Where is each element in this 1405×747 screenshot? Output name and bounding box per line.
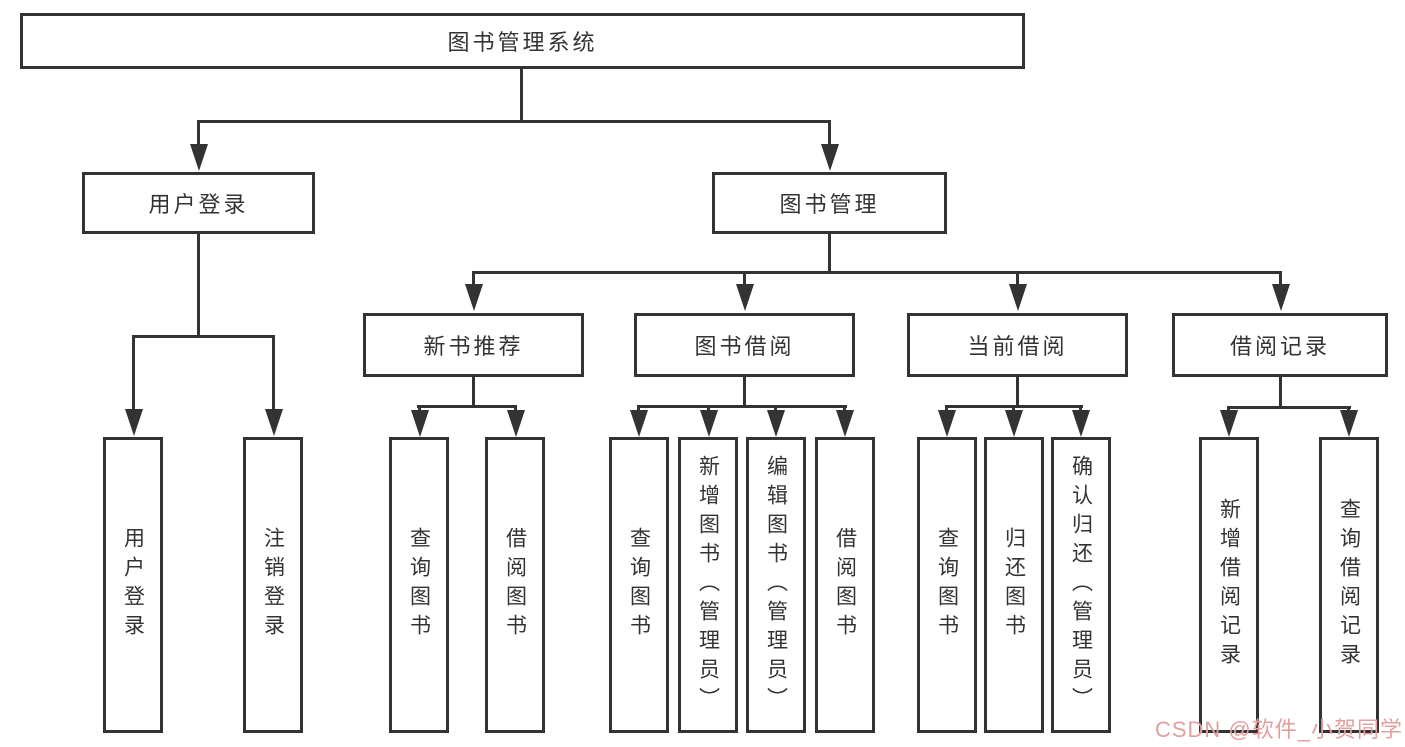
connector-line	[707, 405, 710, 413]
arrow-down-icon	[836, 410, 854, 437]
node-add-borrow-record: 新增借阅记录	[1199, 437, 1259, 733]
connector-line	[132, 335, 275, 338]
connector-line	[197, 120, 831, 123]
node-label: 查询借阅记录	[1337, 498, 1361, 672]
arrow-down-icon	[630, 410, 648, 437]
connector-line	[197, 234, 200, 338]
connector-line	[417, 405, 517, 408]
arrow-down-icon	[411, 410, 429, 437]
node-book-borrowing: 图书借阅	[634, 313, 855, 377]
node-edit-books-admin: 编辑图书（管理员）	[746, 437, 806, 733]
connector-line	[472, 271, 1282, 274]
node-query-books-current: 查询图书	[917, 437, 977, 733]
arrow-down-icon	[821, 144, 839, 171]
arrow-down-icon	[1220, 410, 1238, 437]
arrow-down-icon	[1272, 284, 1290, 311]
connector-line	[743, 271, 746, 287]
node-label: 注销登录	[261, 527, 285, 643]
node-query-books-borrowing: 查询图书	[609, 437, 669, 733]
connector-line	[1227, 406, 1230, 413]
connector-line	[945, 405, 948, 413]
node-label: 借阅图书	[833, 527, 857, 643]
node-label: 编辑图书（管理员）	[764, 454, 788, 716]
node-confirm-return-admin: 确认归还（管理员）	[1051, 437, 1111, 733]
arrow-down-icon	[507, 410, 525, 437]
connector-line	[418, 405, 421, 413]
arrow-down-icon	[1072, 410, 1090, 437]
node-query-borrow-record: 查询借阅记录	[1319, 437, 1379, 733]
node-label: 新增图书（管理员）	[696, 454, 720, 716]
connector-line	[1279, 377, 1282, 409]
node-current-borrowing: 当前借阅	[907, 313, 1128, 377]
connector-line	[1279, 271, 1282, 287]
arrow-down-icon	[1009, 284, 1027, 311]
node-return-books: 归还图书	[984, 437, 1044, 733]
connector-line	[828, 120, 831, 146]
node-borrow-books-recommend: 借阅图书	[485, 437, 545, 733]
node-label: 新增借阅记录	[1217, 498, 1241, 672]
connector-line	[514, 405, 517, 413]
connector-line	[774, 405, 777, 413]
connector-line	[272, 335, 275, 411]
node-add-books-admin: 新增图书（管理员）	[678, 437, 738, 733]
connector-line	[637, 405, 847, 408]
arrow-down-icon	[465, 284, 483, 311]
arrow-down-icon	[1005, 410, 1023, 437]
node-user-login: 用户登录	[82, 172, 315, 234]
node-query-books-recommend: 查询图书	[389, 437, 449, 733]
node-label: 归还图书	[1002, 527, 1026, 643]
connector-line	[520, 68, 523, 123]
node-leaf-logout: 注销登录	[243, 437, 303, 733]
node-library-system: 图书管理系统	[20, 13, 1025, 69]
node-label: 查询图书	[627, 527, 651, 643]
connector-line	[1347, 406, 1350, 413]
arrow-down-icon	[938, 410, 956, 437]
connector-line	[843, 405, 846, 413]
node-book-management: 图书管理	[712, 172, 947, 234]
arrow-down-icon	[265, 409, 283, 436]
node-label: 查询图书	[407, 527, 431, 643]
arrow-down-icon	[1340, 410, 1358, 437]
connector-line	[197, 120, 200, 146]
connector-line	[1227, 406, 1351, 409]
arrow-down-icon	[736, 284, 754, 311]
connector-line	[1016, 377, 1019, 408]
arrow-down-icon	[767, 410, 785, 437]
connector-line	[1012, 405, 1015, 413]
connector-line	[743, 377, 746, 408]
node-leaf-user-login: 用户登录	[103, 437, 163, 733]
connector-line	[472, 377, 475, 408]
node-borrowing-records: 借阅记录	[1172, 313, 1388, 377]
connector-line	[472, 271, 475, 287]
connector-line	[1016, 271, 1019, 287]
node-label: 查询图书	[935, 527, 959, 643]
connector-line	[1079, 405, 1082, 413]
arrow-down-icon	[700, 410, 718, 437]
connector-line	[132, 335, 135, 411]
node-label: 借阅图书	[503, 527, 527, 643]
node-new-book-recommend: 新书推荐	[363, 313, 584, 377]
node-borrow-books-borrowing: 借阅图书	[815, 437, 875, 733]
watermark: CSDN @软件_小贺同学	[1154, 717, 1403, 742]
connector-line	[637, 405, 640, 413]
arrow-down-icon	[190, 144, 208, 171]
arrow-down-icon	[125, 409, 143, 436]
node-label: 用户登录	[121, 527, 145, 643]
connector-line	[828, 234, 831, 274]
node-label: 确认归还（管理员）	[1069, 454, 1093, 716]
